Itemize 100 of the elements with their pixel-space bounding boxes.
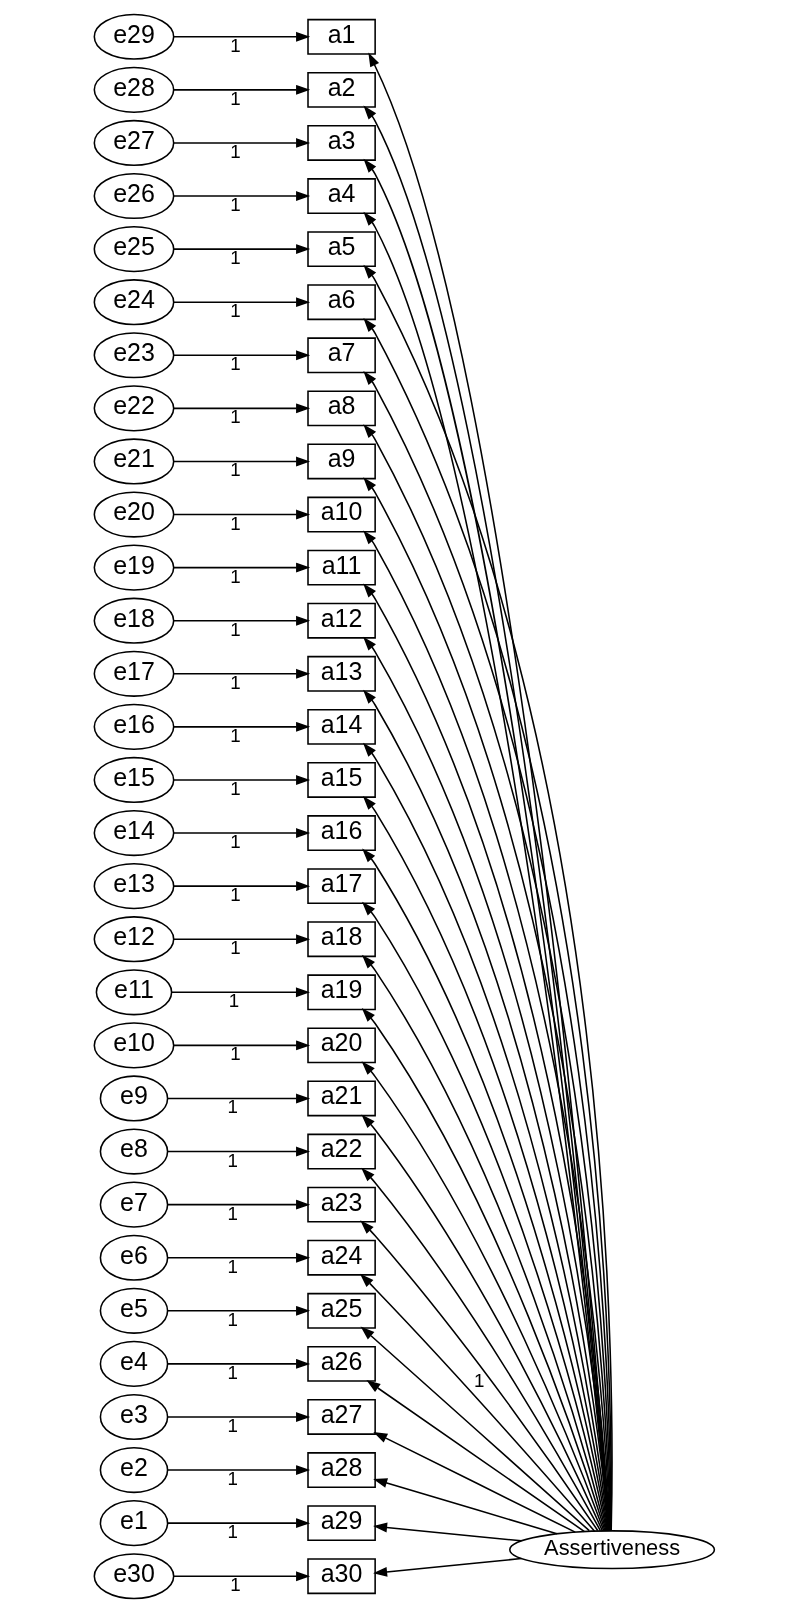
arrow <box>173 881 311 892</box>
node-box: a26 <box>307 1345 376 1382</box>
arrow <box>173 350 311 361</box>
node-box: a21 <box>307 1080 376 1117</box>
arrow <box>173 1571 311 1582</box>
arrow <box>173 244 311 255</box>
arrow <box>167 1093 311 1104</box>
arrow <box>173 297 311 308</box>
arrow <box>173 1040 311 1051</box>
node-ellipse: e2 <box>99 1446 169 1494</box>
node-ellipse: Assertiveness <box>509 1530 716 1570</box>
edge-label: 1 <box>230 831 241 853</box>
node-ellipse: e30 <box>93 1553 175 1600</box>
node-ellipse: e16 <box>93 703 175 750</box>
node-box: a18 <box>307 921 376 958</box>
edge-label: 1 <box>228 990 240 1012</box>
node-box: a27 <box>307 1399 376 1435</box>
edge-label: 1 <box>230 671 241 693</box>
edge-label: 1 <box>227 1255 239 1277</box>
edge-label: 1 <box>230 87 241 109</box>
node-ellipse: e13 <box>93 863 175 910</box>
node-box: a6 <box>307 284 376 321</box>
node-box: a10 <box>307 496 376 533</box>
node-box: a20 <box>307 1027 376 1064</box>
node-box: a7 <box>307 337 376 374</box>
edge-label: 1 <box>230 1574 241 1596</box>
node-box: a4 <box>307 178 376 214</box>
edge-label: 1 <box>230 300 241 322</box>
node-ellipse: e20 <box>93 491 175 538</box>
edge-label: 1 <box>230 937 241 959</box>
node-box: a12 <box>307 602 376 639</box>
node-ellipse: e29 <box>93 13 175 60</box>
node-ellipse: e28 <box>93 66 175 113</box>
edge-label: 1 <box>230 884 241 906</box>
arrow <box>173 562 311 573</box>
node-ellipse: e15 <box>93 756 175 804</box>
arrow <box>167 1358 311 1369</box>
node-ellipse: e5 <box>99 1287 169 1334</box>
node-box: a15 <box>307 762 376 798</box>
node-box: a11 <box>307 549 376 586</box>
node-ellipse: e26 <box>93 172 175 220</box>
arrow <box>167 1518 311 1529</box>
arrow <box>173 828 311 838</box>
edge-label: 1 <box>227 1361 239 1383</box>
arrow <box>167 1465 311 1475</box>
arrow <box>373 1522 523 1542</box>
node-box: a19 <box>307 974 376 1011</box>
arrow <box>173 84 311 95</box>
edge-label: 1 <box>227 1414 239 1436</box>
arrow <box>373 1557 523 1577</box>
edge-label: 1 <box>230 247 241 269</box>
edge-label: 1 <box>230 1043 241 1065</box>
arrow <box>360 1220 599 1532</box>
arrow <box>373 1431 576 1533</box>
edge-label: 1 <box>227 1521 239 1543</box>
edge-label: 1 <box>230 724 241 746</box>
edge-label: 1 <box>230 777 241 799</box>
node-ellipse: e23 <box>93 332 175 379</box>
arrow <box>173 775 311 785</box>
node-ellipse: e9 <box>99 1075 169 1122</box>
node-ellipse: e17 <box>93 650 175 697</box>
node-ellipse: e3 <box>99 1393 169 1441</box>
arrow <box>167 1305 311 1316</box>
node-ellipse: e24 <box>93 279 175 326</box>
node-box: a8 <box>307 390 376 427</box>
edge-label: 1 <box>230 34 241 56</box>
edge-label: 1 <box>230 565 241 587</box>
node-ellipse: e1 <box>99 1500 169 1547</box>
node-ellipse: e10 <box>93 1022 175 1069</box>
node-ellipse: e25 <box>93 226 175 273</box>
arrow <box>167 1146 311 1157</box>
edge-label: 1 <box>227 1096 239 1118</box>
edge-label: 1 <box>230 459 241 481</box>
arrow <box>173 615 311 626</box>
edge-label: 1 <box>230 194 241 216</box>
arrow <box>173 721 311 732</box>
edge-label: 1 <box>227 1149 239 1171</box>
node-ellipse: e11 <box>95 969 173 1016</box>
node-box: a3 <box>307 125 376 161</box>
arrow <box>170 987 311 998</box>
arrow <box>173 934 311 945</box>
node-box: a28 <box>307 1452 376 1488</box>
edge-label: 1 <box>227 1468 239 1490</box>
node-box: a22 <box>307 1133 376 1170</box>
edge-label: 1 <box>230 618 241 640</box>
arrow <box>167 1199 311 1210</box>
edge-label: 1 <box>230 512 241 534</box>
arrow <box>173 456 311 467</box>
arrow <box>173 31 311 42</box>
arrow <box>173 138 311 148</box>
node-ellipse: e18 <box>93 597 175 644</box>
node-ellipse: e4 <box>99 1340 169 1387</box>
node-box: a23 <box>307 1186 376 1223</box>
arrow <box>167 1412 311 1422</box>
node-box: a24 <box>307 1239 376 1276</box>
node-box: a16 <box>307 815 376 851</box>
node-box: a29 <box>307 1505 376 1542</box>
node-box: a14 <box>307 708 376 745</box>
node-box: a9 <box>307 443 376 480</box>
node-ellipse: e8 <box>99 1128 169 1175</box>
